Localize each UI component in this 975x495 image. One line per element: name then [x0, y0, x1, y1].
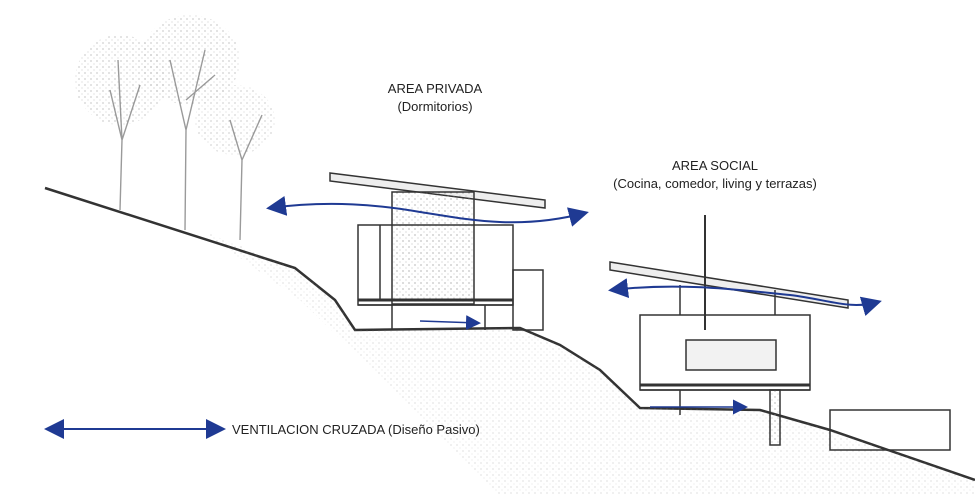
terrain-line	[44, 186, 975, 495]
social-area-title: AREA SOCIAL	[672, 158, 758, 173]
private-area-subtitle: (Dormitorios)	[397, 99, 473, 114]
private-house	[329, 172, 546, 331]
social-area-label: AREA SOCIAL (Cocina, comedor, living y t…	[595, 157, 835, 193]
legend-text: VENTILACION CRUZADA (Diseño Pasivo)	[232, 422, 480, 437]
ventilation-arrows[interactable]	[266, 195, 882, 415]
private-area-label: AREA PRIVADA (Dormitorios)	[330, 80, 540, 116]
private-area-title: AREA PRIVADA	[387, 81, 483, 96]
social-area-subtitle: (Cocina, comedor, living y terrazas)	[613, 176, 817, 191]
trees	[75, 15, 275, 241]
